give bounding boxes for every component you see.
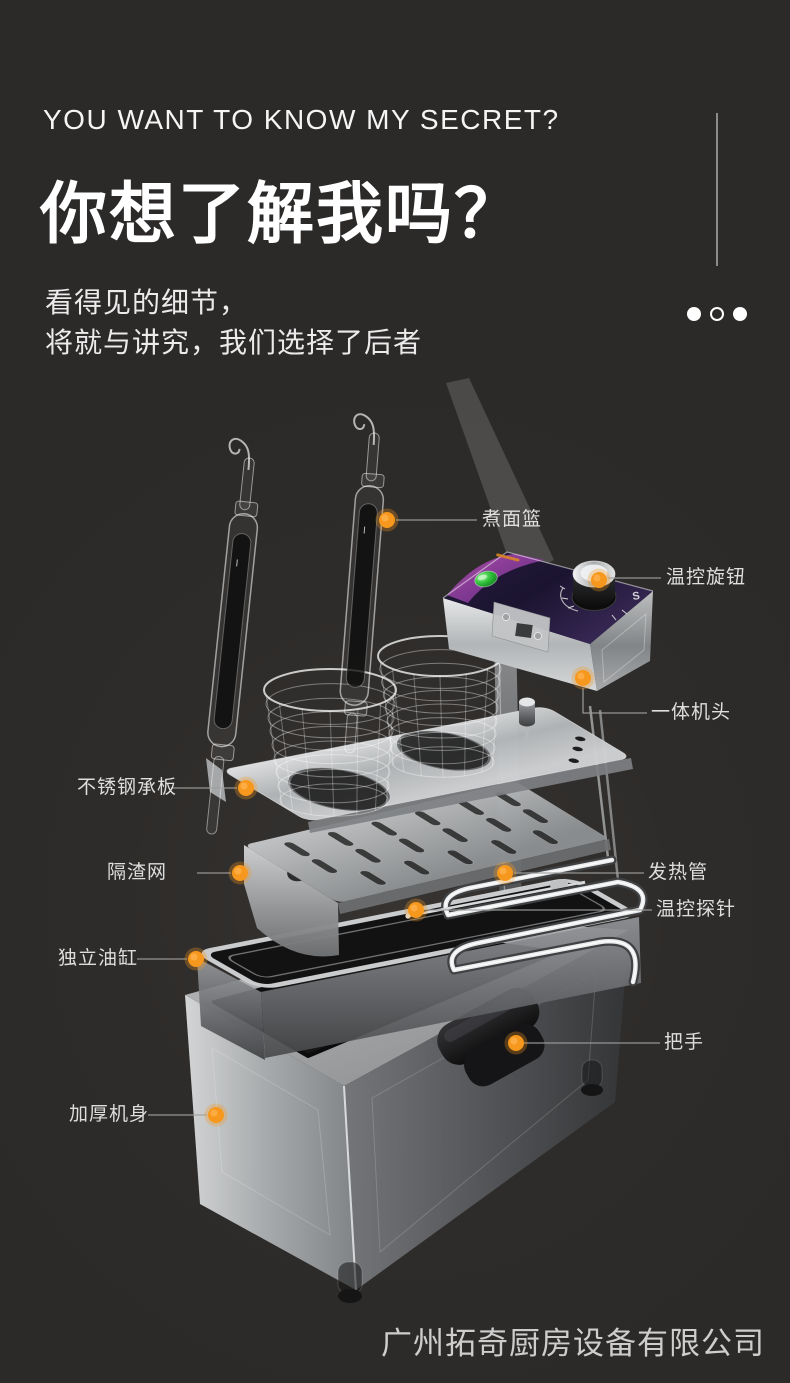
basket-handle-left: I [206,437,259,835]
label-integrated-head: 一体机头 [651,702,732,723]
dot-body [204,1103,228,1127]
heater-riser-2 [598,709,620,881]
carousel-dot-2[interactable] [710,307,724,321]
label-thick-body: 加厚机身 [69,1104,150,1125]
dot-tank [184,947,208,971]
svg-text:I: I [362,525,366,536]
label-temp-knob: 温控旋钮 [666,567,747,588]
label-temp-probe: 温控探针 [656,899,737,920]
carousel-dot-1[interactable] [687,307,701,321]
brand-mark [496,553,520,562]
light-flare [446,378,554,580]
page-title: 你想了解我吗？ [40,177,523,252]
noodle-basket-left [263,668,397,817]
dot-handle [504,1031,528,1055]
label-support-plate: 不锈钢承板 [77,777,178,798]
eyebrow-heading: YOU WANT TO KNOW MY SECRET? [43,104,560,135]
heater-riser [588,705,610,859]
subtitle-line-2: 将就与讲究，我们选择了后者 [45,327,423,358]
company-name: 广州拓奇厨房设备有限公司 [381,1326,765,1361]
dot-heater [493,861,517,885]
callout-dots [184,508,611,1127]
dot-head [571,666,595,690]
label-noodle-basket: 煮面篮 [482,509,543,530]
noodle-basket-right [377,635,503,778]
label-heating-tube: 发热管 [648,862,709,883]
label-carry-handle: 把手 [664,1032,705,1053]
basket-handle-right: I [339,413,385,754]
callout-lines [137,519,661,1116]
carousel-dot-3[interactable] [733,307,747,321]
control-head: S [442,551,654,691]
heating-tube [441,855,648,987]
vertical-divider [716,113,718,266]
dot-plate [234,776,258,800]
carousel-indicator [687,307,747,321]
slag-strainer [244,782,611,957]
subtitle-line-1: 看得见的细节， [45,287,249,318]
svg-text:I: I [235,558,239,569]
head-logo: S [632,590,641,603]
head-bracket [491,601,551,653]
label-slag-strainer: 隔渣网 [107,862,168,883]
dot-probe [404,898,428,922]
label-oil-tank: 独立油缸 [58,948,139,969]
dot-knob [587,568,611,592]
dot-strainer [228,861,252,885]
machine-foot [337,1059,603,1303]
power-button[interactable] [473,569,499,590]
dot-basket [375,508,399,532]
lift-peg [519,697,535,744]
